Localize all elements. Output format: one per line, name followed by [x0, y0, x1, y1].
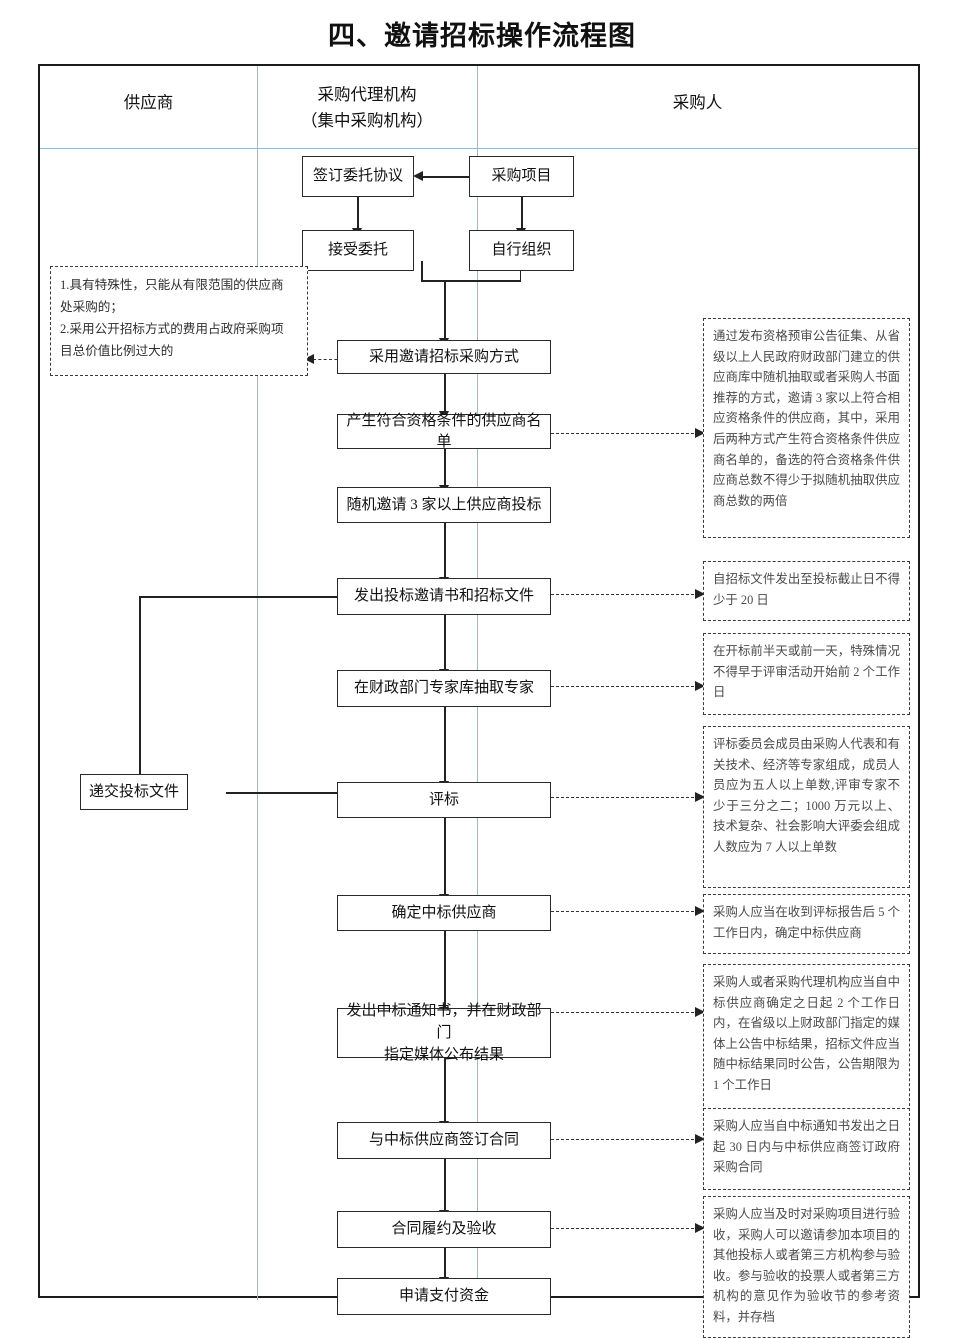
lane-header-rule-right	[477, 148, 918, 149]
connector-join-accept-self	[421, 280, 521, 282]
arrow-winner-to-note5	[695, 905, 705, 916]
arrow-issuedocs-to-note2	[695, 588, 705, 599]
arrow-list-to-note1	[695, 427, 705, 438]
connector-accept-stub	[421, 261, 423, 281]
flowchart-frame: 供应商 采购代理机构 （集中采购机构） 采购人	[38, 64, 920, 1338]
note-committee-rule: 评标委员会成员由采购人代表和有关技术、经济等专家组成，成员人员应为五人以上单数,…	[703, 726, 910, 888]
node-bid-evaluation[interactable]: 评标	[337, 782, 551, 818]
lane-title-agency-line2: （集中采购机构）	[301, 111, 433, 130]
lane-title-agency: 采购代理机构 （集中采购机构）	[257, 82, 477, 134]
node-sign-entrust[interactable]: 签订委托协议	[302, 156, 414, 197]
dashed-list-to-note1	[551, 433, 699, 434]
connector-performance-to-payment	[444, 1247, 446, 1279]
arrow-invited-to-leftnote	[304, 353, 314, 364]
note-bid-deadline-rule: 自招标文件发出至投标截止日不得少于 20 日	[703, 561, 910, 621]
note-left-conditions-line2: 处采购的；	[60, 300, 123, 314]
connector-self-stub	[519, 261, 522, 281]
lane-header-rule-left	[40, 148, 257, 149]
connector-join-to-invited	[444, 280, 446, 340]
note-expert-draw-rule: 在开标前半天或前一天，特殊情况不得早于评审活动开始前 2 个工作日	[703, 633, 910, 715]
connector-sign-to-accept	[357, 197, 359, 230]
node-self-organize[interactable]: 自行组织	[469, 230, 574, 271]
node-procurement-project[interactable]: 采购项目	[469, 156, 574, 197]
connector-submit-to-eval	[226, 792, 369, 794]
connector-contract-to-performance	[444, 1158, 446, 1212]
note-left-conditions-line1: 1.具有特殊性，只能从有限范围的供应商	[60, 278, 284, 292]
note-left-conditions-line3: 2.采用公开招标方式的费用占政府采购项	[60, 322, 284, 336]
connector-eval-to-winner	[444, 818, 446, 896]
node-sign-contract[interactable]: 与中标供应商签订合同	[337, 1122, 551, 1159]
note-contract-rule: 采购人应当自中标通知书发出之日起 30 日内与中标供应商签订政府采购合同	[703, 1108, 910, 1190]
note-announce-rule: 采购人或者采购代理机构应当自中标供应商确定之日起 2 个工作日内，在省级以上财政…	[703, 964, 910, 1126]
connector-experts-to-eval	[444, 706, 446, 783]
arrow-project-to-sign	[413, 170, 423, 181]
note-left-conditions: 1.具有特殊性，只能从有限范围的供应商 处采购的； 2.采用公开招标方式的费用占…	[50, 266, 308, 376]
arrow-notice-to-note6	[695, 1006, 705, 1017]
connector-invite3-to-issuedocs	[444, 522, 446, 579]
node-accept-entrust[interactable]: 接受委托	[302, 230, 414, 271]
note-winner-rule: 采购人应当在收到评标报告后 5 个工作日内，确定中标供应商	[703, 894, 910, 954]
arrow-eval-to-note4	[695, 791, 705, 802]
node-determine-winner[interactable]: 确定中标供应商	[337, 895, 551, 931]
lane-title-agency-line1: 采购代理机构	[317, 85, 417, 104]
page-title: 四、邀请招标操作流程图	[328, 21, 636, 51]
node-use-invited-bidding[interactable]: 采用邀请招标采购方式	[337, 340, 551, 374]
dashed-performance-to-note8	[551, 1228, 699, 1229]
node-apply-payment[interactable]: 申请支付资金	[337, 1278, 551, 1315]
connector-winner-to-notice	[444, 931, 446, 1009]
arrow-performance-to-note8	[695, 1222, 705, 1233]
node-contract-performance[interactable]: 合同履约及验收	[337, 1211, 551, 1248]
lane-title-supplier: 供应商	[123, 93, 174, 112]
note-acceptance-rule: 采购人应当及时对采购项目进行验收，采购人可以邀请参加本项目的其他投标人或者第三方…	[703, 1196, 910, 1338]
lane-title-purchaser: 采购人	[672, 93, 723, 112]
note-qualified-supplier-rule: 通过发布资格预审公告征集、从省级以上人民政府财政部门建立的供应商库中随机抽取或者…	[703, 318, 910, 538]
node-submit-bid-docs[interactable]: 递交投标文件	[80, 774, 188, 810]
connector-issuedocs-to-experts	[444, 614, 446, 671]
node-issue-winning-notice-line1: 发出中标通知书，并在财政部门	[346, 1003, 542, 1041]
dashed-winner-to-note5	[551, 911, 699, 912]
lane-divider-supplier-agency	[257, 66, 258, 1300]
connector-issuedocs-hook-v	[139, 596, 141, 786]
dashed-experts-to-note3	[551, 686, 699, 687]
dashed-issuedocs-to-note2	[551, 594, 699, 595]
connector-issuedocs-hook-h	[139, 596, 337, 598]
node-issue-winning-notice[interactable]: 发出中标通知书，并在财政部门 指定媒体公布结果	[337, 1003, 551, 1063]
arrow-contract-to-note7	[695, 1133, 705, 1144]
connector-project-to-self	[521, 197, 523, 230]
node-draw-experts[interactable]: 在财政部门专家库抽取专家	[337, 670, 551, 707]
node-issue-winning-notice-line2: 指定媒体公布结果	[383, 1047, 504, 1063]
node-issue-invitation-docs[interactable]: 发出投标邀请书和招标文件	[337, 578, 551, 615]
arrow-experts-to-note3	[695, 680, 705, 691]
note-left-conditions-line4: 目总价值比例过大的	[60, 344, 174, 358]
dashed-notice-to-note6	[551, 1012, 699, 1013]
node-invite-three-suppliers[interactable]: 随机邀请 3 家以上供应商投标	[337, 487, 551, 523]
lane-header-rule-mid	[257, 148, 477, 149]
connector-list-to-invite3	[444, 448, 446, 487]
connector-project-to-sign	[422, 176, 469, 178]
connector-invited-to-list	[444, 373, 446, 413]
connector-notice-to-contract	[444, 1057, 446, 1123]
node-generate-qualified-list[interactable]: 产生符合资格条件的供应商名单	[337, 413, 551, 450]
dashed-eval-to-note4	[551, 797, 699, 798]
dashed-invited-to-leftnote	[313, 359, 348, 360]
dashed-contract-to-note7	[551, 1139, 699, 1140]
